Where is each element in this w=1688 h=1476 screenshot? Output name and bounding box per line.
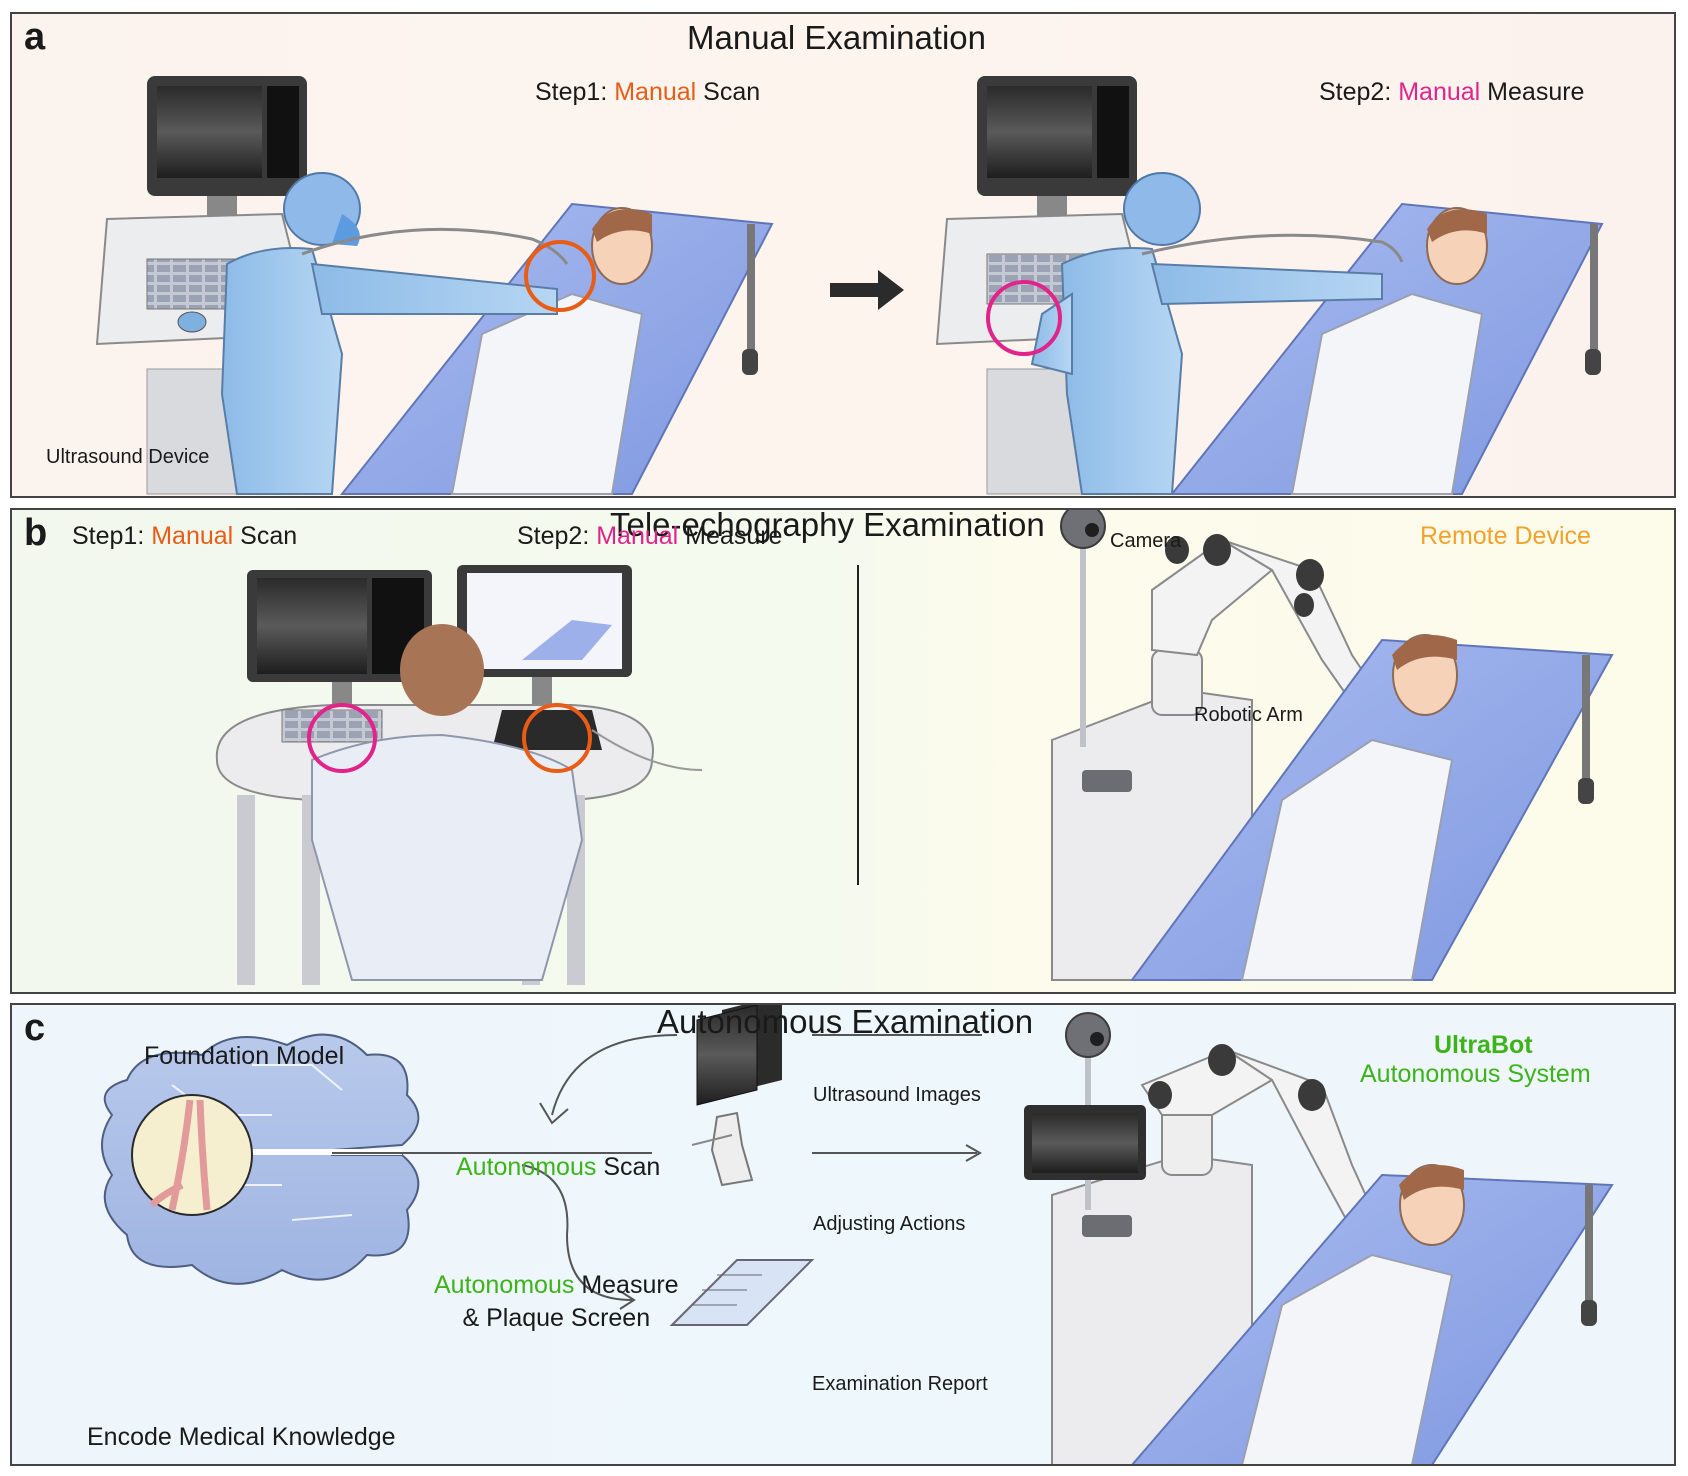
adjusting-actions-label: Adjusting Actions: [813, 1213, 966, 1235]
step1-suffix: Scan: [696, 78, 761, 106]
step2-suffix: Measure: [1480, 78, 1585, 106]
autonomous-measure-label: Autonomous Measure & Plaque Screen: [434, 1271, 679, 1333]
ultrasound-images-label: Ultrasound Images: [813, 1084, 981, 1106]
measure-curve-arrow: [521, 1164, 633, 1301]
panel-c: c Autonomous Examination Foundation Mode…: [10, 1003, 1676, 1466]
step2-highlight: Manual: [1398, 78, 1481, 106]
step1-highlight: Manual: [151, 522, 234, 550]
foundation-model-label: Foundation Model: [144, 1042, 345, 1070]
monitor-remote-view: [457, 565, 632, 704]
patient-ultrabot: [1241, 1164, 1465, 1464]
step2-prefix: Step2:: [1319, 78, 1399, 106]
step2-label: Step2: Manual Measure: [517, 522, 782, 551]
step1-label: Step1: Manual Scan: [535, 78, 760, 107]
foundation-model-brain: [101, 1033, 420, 1285]
panel-b: b Tele-echography Examination Step1: Man…: [10, 508, 1676, 994]
step1-suffix: Scan: [233, 522, 298, 550]
remote-device-label: Remote Device: [1420, 522, 1591, 550]
scan-curve-arrow: [551, 1034, 678, 1116]
patient-left: [450, 207, 653, 495]
panel-label: b: [24, 512, 48, 554]
camera-label: Camera: [1110, 530, 1182, 552]
examination-report-label: Examination Report: [812, 1373, 988, 1395]
scan-suffix: Scan: [596, 1153, 661, 1181]
step1-prefix: Step1:: [72, 522, 152, 550]
tele-exam-illustration: [215, 510, 1614, 985]
examination-report-icon: [669, 1259, 815, 1326]
right-arrow-icon: [830, 270, 904, 310]
device-label: Ultrasound Device: [46, 446, 210, 468]
step2-label: Step2: Manual Measure: [1319, 78, 1584, 107]
step1-label: Step1: Manual Scan: [72, 522, 297, 551]
camera-icon: [1065, 1012, 1111, 1058]
measure-highlight-circle: [307, 703, 377, 773]
ultrabot-arm: [1140, 1044, 1379, 1232]
patient-remote: [1240, 634, 1458, 981]
probe-icon: [691, 1111, 754, 1187]
panel-label: c: [24, 1007, 46, 1049]
panel-title: Tele-echography Examination: [610, 508, 1045, 543]
knowledge-label: Encode Medical Knowledge: [87, 1423, 396, 1451]
panel-a: a Manual Examination Step1: Manual Scan …: [10, 12, 1676, 498]
measure-line2: & Plaque Screen: [462, 1304, 651, 1332]
panel-label: a: [24, 16, 46, 58]
panel-title: Manual Examination: [687, 19, 986, 56]
doctor-right: [1030, 172, 1383, 495]
step2-suffix: Measure: [678, 522, 783, 550]
scan-highlight: Autonomous: [456, 1153, 597, 1181]
patient-right: [1290, 207, 1488, 495]
ultrasound-images-icon: [696, 1005, 782, 1106]
step2-prefix: Step2:: [517, 522, 597, 550]
doctor-tele: [311, 624, 584, 981]
step2-highlight: Manual: [596, 522, 679, 550]
step1-highlight: Manual: [614, 78, 697, 106]
ultrabot-subtitle: Autonomous System: [1360, 1060, 1591, 1088]
ultrasound-device-right: [935, 76, 1154, 495]
autonomous-exam-illustration: [101, 1005, 1614, 1464]
doctor-left: [220, 172, 558, 495]
step1-prefix: Step1:: [535, 78, 615, 106]
measure-suffix: Measure: [574, 1271, 679, 1299]
scan-highlight-circle: [522, 703, 592, 773]
camera-icon: [1060, 510, 1106, 549]
monitor-ultrasound: [247, 570, 432, 704]
measure-highlight-circle: [986, 280, 1062, 356]
ultrabot-title: UltraBot: [1434, 1031, 1533, 1059]
measure-highlight: Autonomous: [434, 1271, 575, 1299]
manual-exam-illustration: [95, 76, 1604, 495]
robotic-arm-label: Robotic Arm: [1194, 704, 1303, 726]
scan-highlight-circle: [524, 240, 596, 312]
panel-title: Autonomous Examination: [657, 1003, 1034, 1040]
autonomous-scan-label: Autonomous Scan: [456, 1153, 660, 1182]
